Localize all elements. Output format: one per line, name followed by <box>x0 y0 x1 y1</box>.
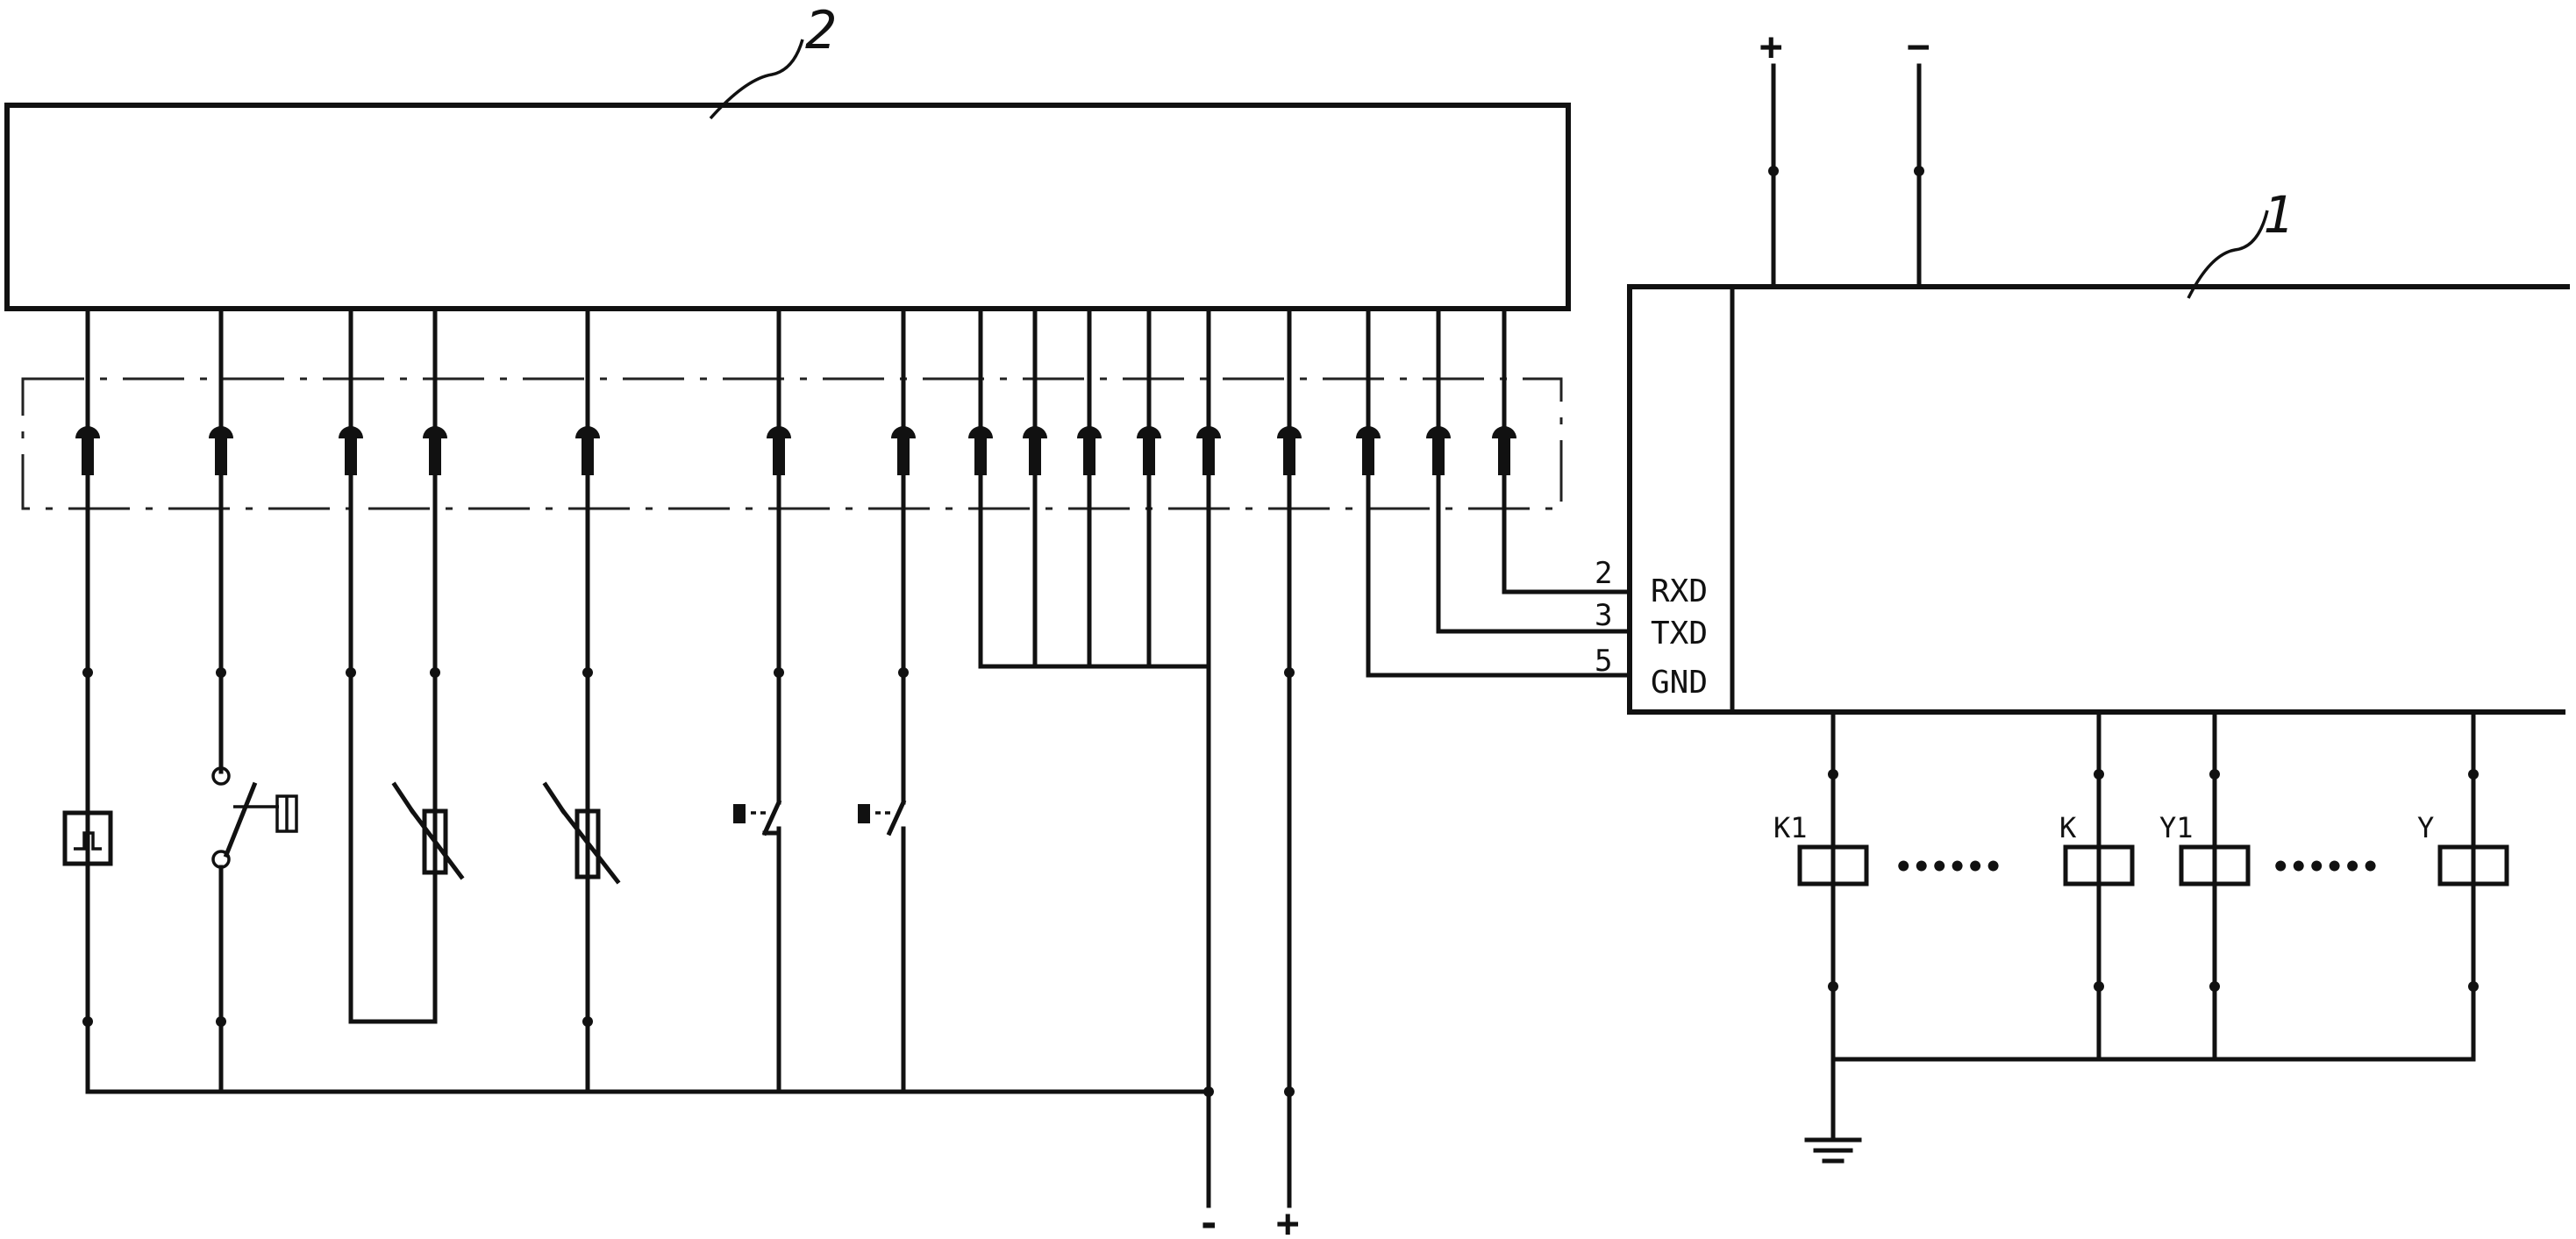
connector-region <box>21 377 1563 510</box>
connector-pin <box>1023 426 1047 475</box>
push-button-switch-symbol-2 <box>858 799 907 1094</box>
junction-dot <box>1768 166 1779 176</box>
variable-resistor-symbol <box>542 781 621 885</box>
relay-wires <box>1830 709 2476 1143</box>
thermistor-symbol <box>391 781 465 880</box>
connector-pin <box>1077 426 1102 475</box>
module-leader-line <box>2187 210 2269 299</box>
connector-pin <box>1196 426 1221 475</box>
controller-reference-number: 2 <box>805 0 837 61</box>
pin-label-txd: TXD <box>1651 616 1708 652</box>
limit-switch-symbol <box>211 670 298 1094</box>
relay-coils <box>1797 844 2509 887</box>
junction-dot <box>1914 166 1924 176</box>
top-minus-label: − <box>1907 25 1930 69</box>
relay-coil-y <box>2437 844 2509 887</box>
push-button-switch-symbol <box>733 799 782 1094</box>
pin-number-txd: 3 <box>1595 598 1612 633</box>
pin-number-gnd: 5 <box>1595 644 1612 679</box>
connector-pin <box>1137 426 1161 475</box>
connector-pin <box>1492 426 1516 475</box>
pin-number-rxd: 2 <box>1595 556 1612 591</box>
connector-pin <box>339 426 363 475</box>
relay-junction-dots <box>1828 769 2479 992</box>
relay-ellipsis-y: •••••• <box>2272 850 2380 885</box>
connector-pins <box>75 426 1516 475</box>
controller-box <box>4 103 1571 311</box>
relay-label-y: Y <box>2417 811 2434 844</box>
bottom-minus-label: - <box>1197 1201 1221 1239</box>
relay-label-k1: K1 <box>1773 811 1808 844</box>
connector-pin <box>1356 426 1381 475</box>
relay-coil-k1 <box>1797 844 1869 887</box>
pin-label-rxd: RXD <box>1651 573 1708 609</box>
pin-label-gnd: GND <box>1651 665 1708 701</box>
connector-pin <box>209 426 233 475</box>
ground-icon <box>1804 1137 1862 1164</box>
module-box <box>1627 284 2570 715</box>
controller-leader-line <box>709 39 804 120</box>
top-plus-label: + <box>1759 25 1783 69</box>
connector-pin <box>423 426 447 475</box>
connector-pin <box>75 426 100 475</box>
relay-ellipsis-k: •••••• <box>1895 850 2002 885</box>
connector-pin <box>891 426 916 475</box>
connector-pin <box>1277 426 1302 475</box>
serial-wires <box>1366 589 1632 678</box>
connector-pin <box>968 426 993 475</box>
module-reference-number: 1 <box>2263 185 2294 245</box>
relay-coil-k <box>2063 844 2135 887</box>
connector-pin <box>1426 426 1451 475</box>
relay-label-y1: Y1 <box>2159 811 2194 844</box>
relay-coil-y1 <box>2179 844 2251 887</box>
pulse-sensor-symbol <box>62 810 113 866</box>
relay-label-k: K <box>2059 811 2077 844</box>
connector-pin <box>575 426 600 475</box>
bottom-plus-label: + <box>1276 1201 1300 1239</box>
junction-dots <box>82 667 1295 1097</box>
connector-pin <box>767 426 791 475</box>
